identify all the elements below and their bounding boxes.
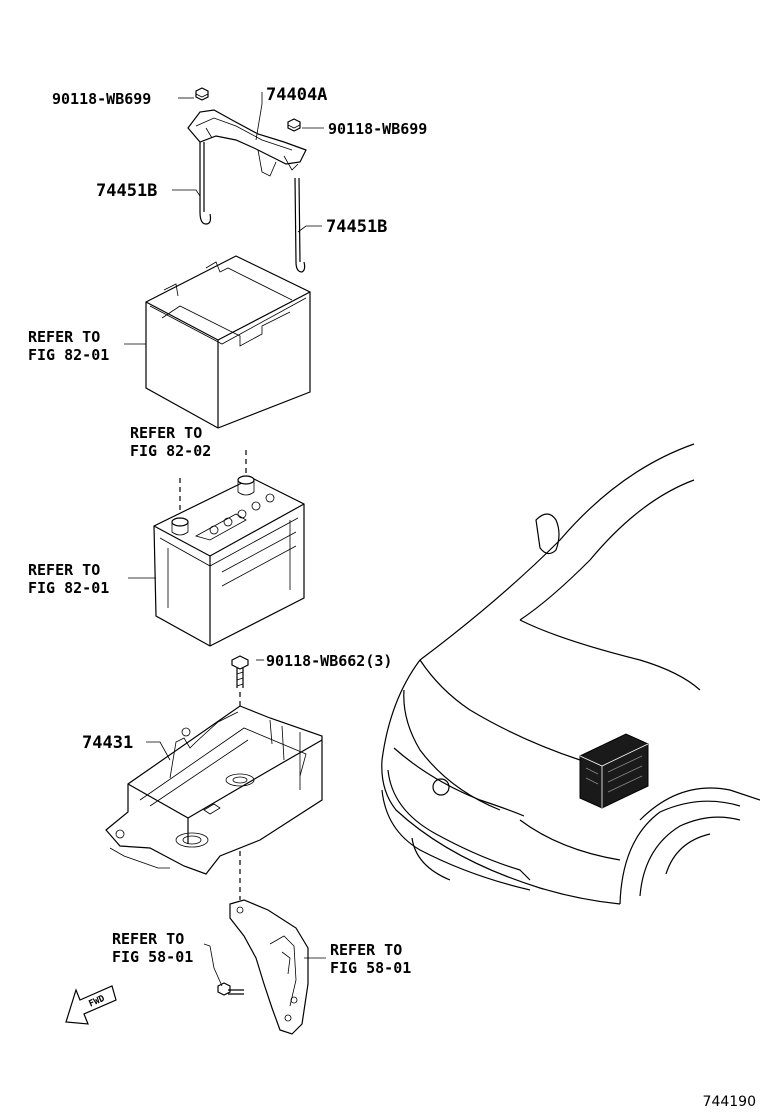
battery-ref-line-1: REFER TO	[28, 561, 100, 579]
battery-tray-icon	[105, 705, 323, 875]
bolt-icon	[231, 655, 249, 688]
figure-number: 744190	[703, 1094, 756, 1110]
callout-rod-right: 74451B	[326, 217, 387, 237]
callout-nut-top-left: 90118-WB699	[52, 90, 151, 108]
insulator-ref-line-2: FIG 82-01	[28, 346, 109, 364]
battery-ref-line-2: FIG 82-01	[28, 579, 109, 597]
bracket-ref-line-2: FIG 58-01	[330, 959, 411, 977]
callout-tray: 74431	[82, 733, 133, 753]
insulator-ref-line-1: REFER TO	[28, 328, 100, 346]
vehicle-icon	[381, 443, 760, 905]
callout-nut-top-right: 90118-WB699	[328, 120, 427, 138]
callout-bolt: 90118-WB662(3)	[266, 652, 392, 670]
rod-icon	[294, 177, 306, 273]
terminal-ref-line-2: FIG 82-02	[130, 442, 211, 460]
fwd-arrow-icon: FWD	[65, 985, 117, 1025]
bracket-ref-line-1: REFER TO	[330, 941, 402, 959]
bolt-ref-line-1: REFER TO	[112, 930, 184, 948]
battery-insulator-icon	[145, 255, 311, 429]
battery-icon	[153, 475, 305, 647]
nut-icon	[287, 118, 301, 132]
nut-icon	[195, 87, 209, 101]
bolt-icon	[217, 982, 244, 996]
bracket-icon	[229, 899, 309, 1035]
rod-icon	[199, 142, 212, 225]
terminal-ref-line-1: REFER TO	[130, 424, 202, 442]
bolt-ref-line-2: FIG 58-01	[112, 948, 193, 966]
clamp-icon	[187, 109, 307, 177]
callout-clamp: 74404A	[266, 85, 327, 105]
callout-rod-left: 74451B	[96, 181, 157, 201]
